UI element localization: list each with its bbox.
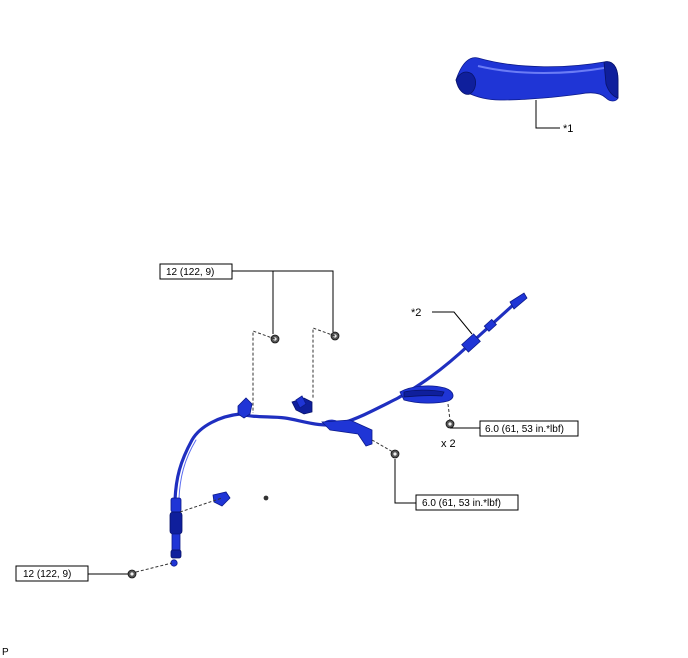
part-2-label: *2 xyxy=(411,307,421,319)
torque-callout-right-lower-box xyxy=(415,494,519,511)
bolt-dash-lines xyxy=(252,327,336,413)
torque-callout-right-lower: 6.0 (61, 53 in.*lbf) xyxy=(422,498,501,509)
nut-right-upper-dash xyxy=(447,403,451,421)
torque-right-lower-leader xyxy=(394,459,416,504)
torque-top-leaders xyxy=(232,270,334,334)
torque-callout-top: 12 (122, 9) xyxy=(166,267,214,278)
clip-dash-line xyxy=(179,497,223,513)
nut-bottom-left-dash xyxy=(135,562,173,573)
torque-callout-right-upper: 6.0 (61, 53 in.*lbf) xyxy=(485,424,564,435)
nut-bottom-left xyxy=(127,569,137,579)
torque-callout-right-upper-box xyxy=(479,420,579,437)
part-1-duct xyxy=(455,57,619,102)
part-1-label: *1 xyxy=(563,123,573,135)
small-nut xyxy=(263,495,269,501)
nut-right-lower xyxy=(390,449,400,459)
nut-right-lower-dash xyxy=(371,439,394,453)
part-2-cable-assembly xyxy=(169,292,528,567)
torque-callout-bottom-left: 12 (122, 9) xyxy=(23,569,71,580)
corner-mark: P xyxy=(2,647,9,658)
quantity-label: x 2 xyxy=(441,438,456,450)
part-1-leader xyxy=(535,100,560,129)
nut-right-upper xyxy=(445,419,455,429)
part-2-leader xyxy=(432,311,473,335)
